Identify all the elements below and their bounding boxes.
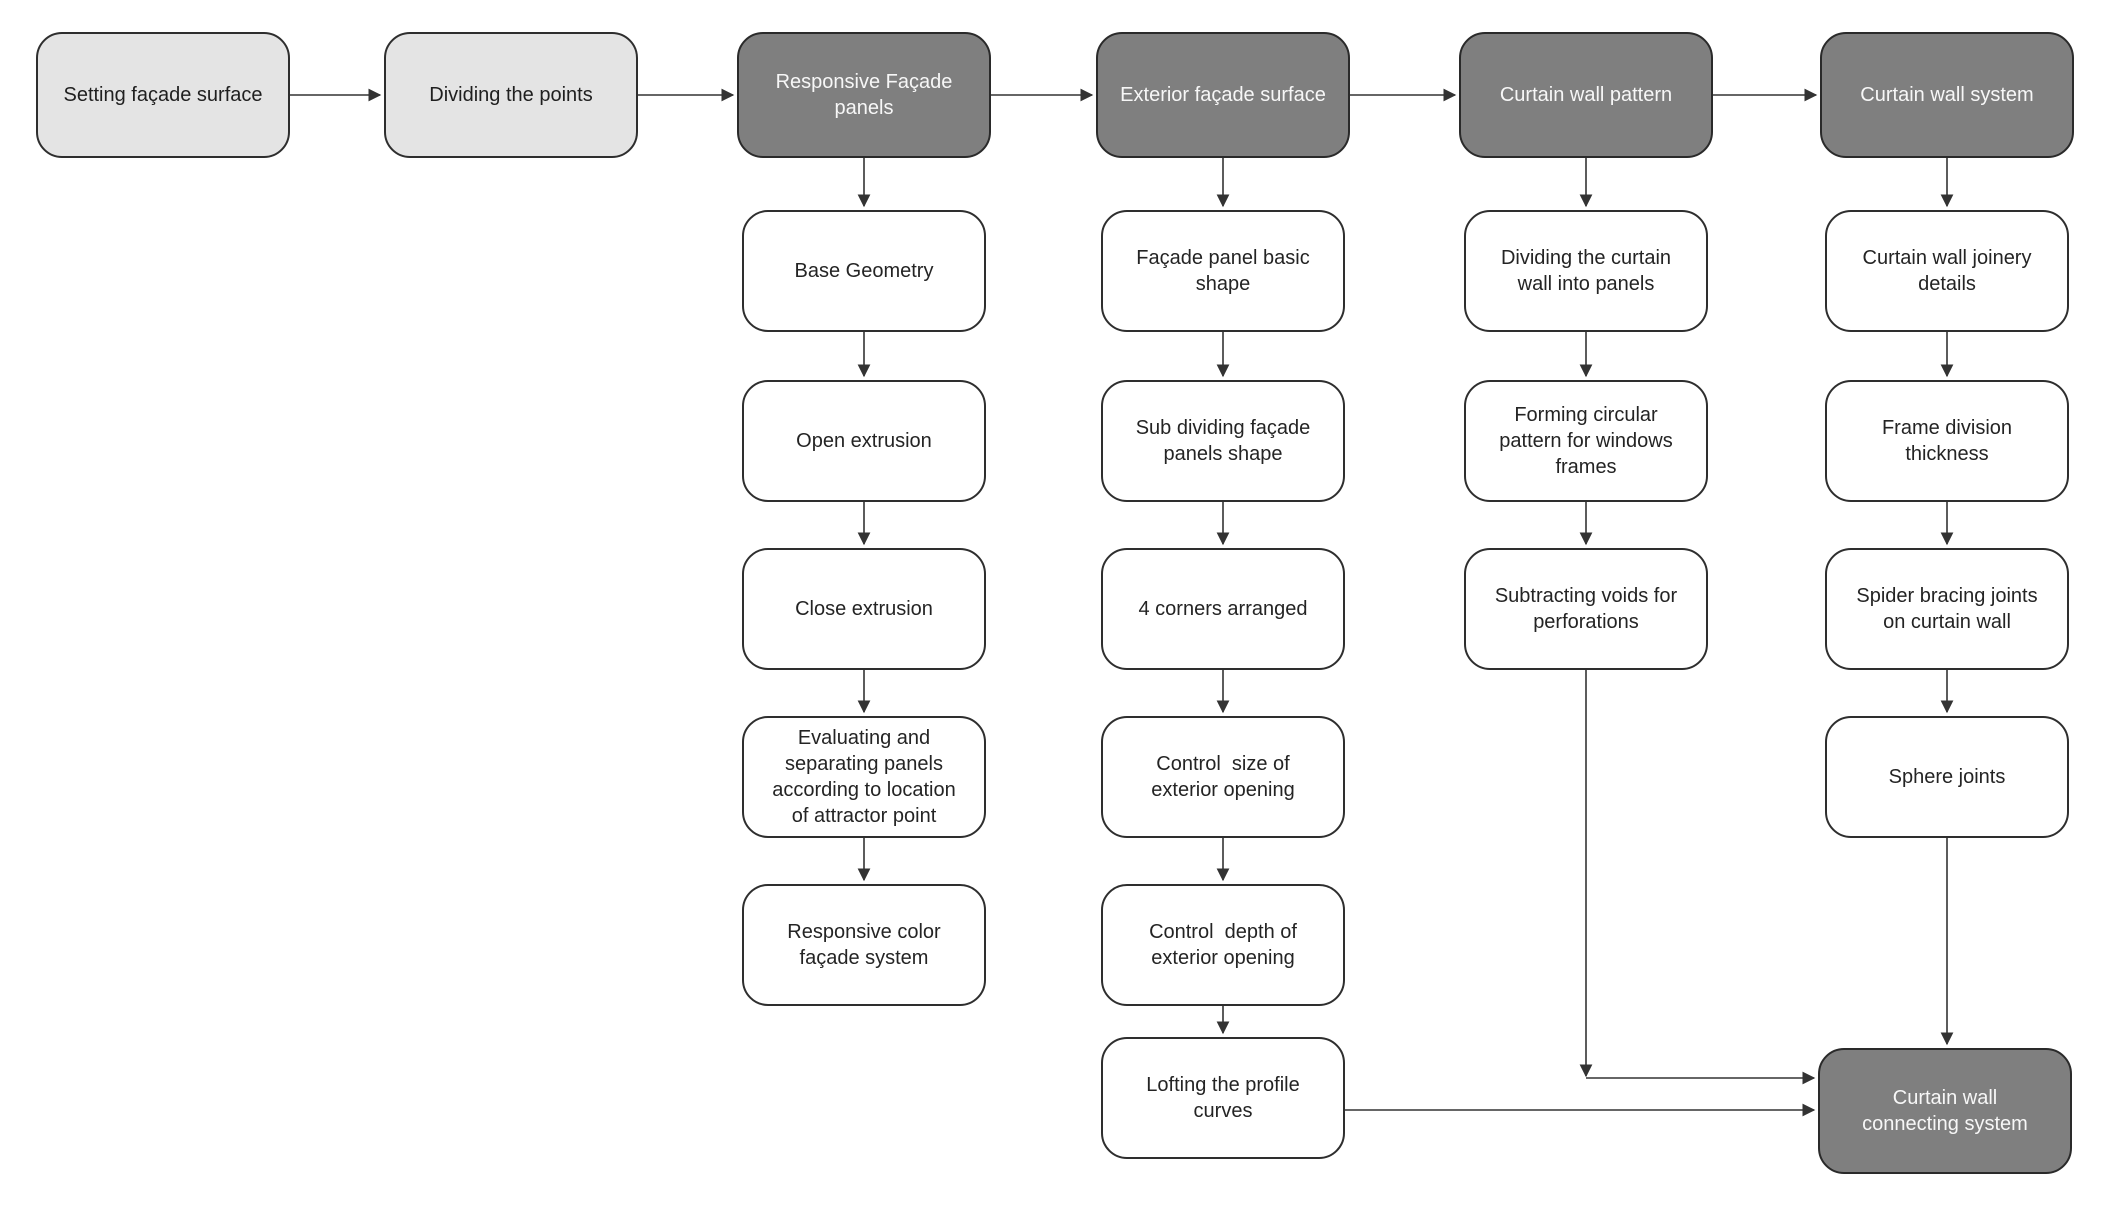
node-facade-panel-basic-shape: Façade panel basic shape bbox=[1101, 210, 1345, 332]
node-open-extrusion: Open extrusion bbox=[742, 380, 986, 502]
node-curtain-wall-pattern: Curtain wall pattern bbox=[1459, 32, 1713, 158]
node-four-corners-arranged: 4 corners arranged bbox=[1101, 548, 1345, 670]
node-responsive-color-facade-system: Responsive color façade system bbox=[742, 884, 986, 1006]
node-curtain-wall-system: Curtain wall system bbox=[1820, 32, 2074, 158]
node-subtracting-voids-perforations: Subtracting voids for perforations bbox=[1464, 548, 1708, 670]
merge-flow-arrows bbox=[1345, 670, 1816, 1117]
node-spider-bracing-joints: Spider bracing joints on curtain wall bbox=[1825, 548, 2069, 670]
node-evaluating-separating-panels: Evaluating and separating panels accordi… bbox=[742, 716, 986, 838]
node-base-geometry: Base Geometry bbox=[742, 210, 986, 332]
node-sphere-joints: Sphere joints bbox=[1825, 716, 2069, 838]
node-responsive-facade-panels: Responsive Façade panels bbox=[737, 32, 991, 158]
node-dividing-curtain-wall-into-panels: Dividing the curtain wall into panels bbox=[1464, 210, 1708, 332]
column-flow-arrows bbox=[857, 158, 1954, 1046]
node-frame-division-thickness: Frame division thickness bbox=[1825, 380, 2069, 502]
node-setting-facade-surface: Setting façade surface bbox=[36, 32, 290, 158]
node-sub-dividing-facade-panels-shape: Sub dividing façade panels shape bbox=[1101, 380, 1345, 502]
node-control-size-exterior-opening: Control size of exterior opening bbox=[1101, 716, 1345, 838]
node-exterior-facade-surface: Exterior façade surface bbox=[1096, 32, 1350, 158]
node-curtain-wall-joinery-details: Curtain wall joinery details bbox=[1825, 210, 2069, 332]
node-curtain-wall-connecting-system: Curtain wall connecting system bbox=[1818, 1048, 2072, 1174]
node-forming-circular-pattern-windows-frames: Forming circular pattern for windows fra… bbox=[1464, 380, 1708, 502]
node-dividing-the-points: Dividing the points bbox=[384, 32, 638, 158]
node-close-extrusion: Close extrusion bbox=[742, 548, 986, 670]
node-lofting-profile-curves: Lofting the profile curves bbox=[1101, 1037, 1345, 1159]
node-control-depth-exterior-opening: Control depth of exterior opening bbox=[1101, 884, 1345, 1006]
